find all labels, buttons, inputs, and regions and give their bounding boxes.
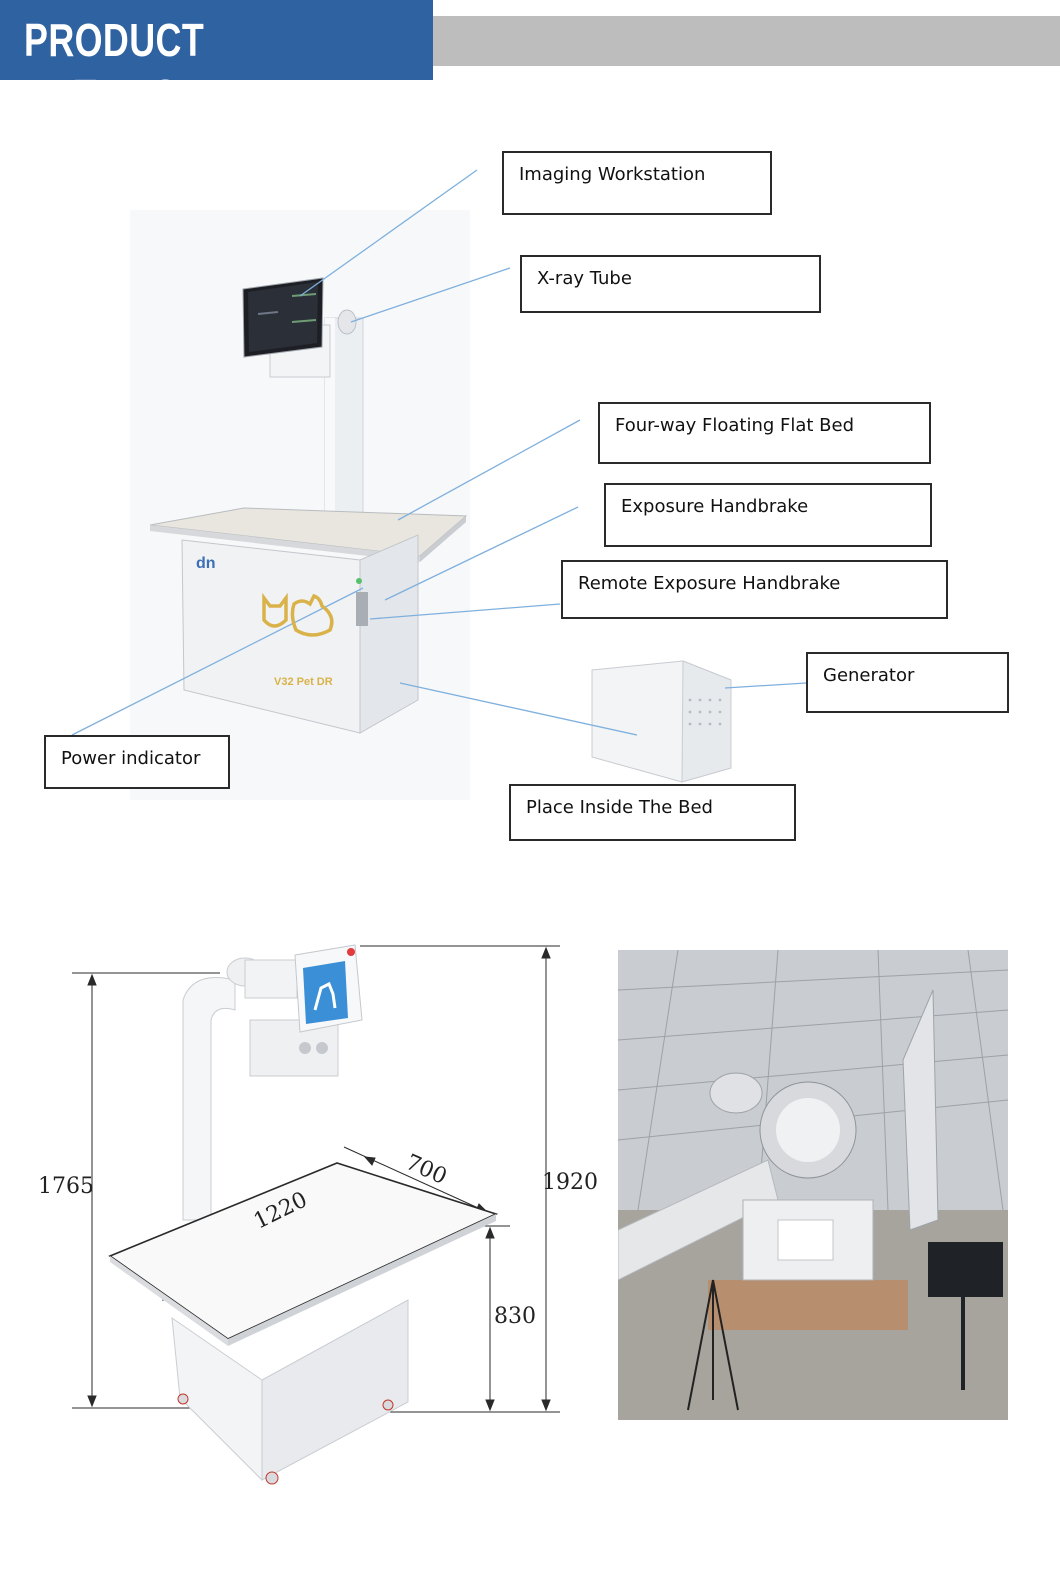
callout-power-indicator: Power indicator: [44, 735, 230, 789]
generator-graphic: [591, 660, 732, 783]
page-title: PRODUCT DETAILS: [24, 14, 205, 122]
leader-line-flat-bed: [397, 419, 581, 521]
header-band: PRODUCT DETAILS: [0, 0, 433, 122]
dog-silhouette-icon: [313, 981, 337, 1011]
machine-illustration: [108, 944, 499, 1485]
callout-xray-tube: X-ray Tube: [520, 255, 821, 313]
callout-imaging-workstation: Imaging Workstation: [502, 151, 772, 215]
leader-line-exposure-handbrake: [384, 506, 579, 601]
column: [324, 317, 364, 524]
installation-photo: [618, 950, 1008, 1420]
callout-flat-bed: Four-way Floating Flat Bed: [598, 402, 931, 464]
dimension-total-height-left: 1765: [38, 1174, 94, 1199]
header-gray-bar: [433, 16, 1060, 66]
dimension-drawing: [72, 944, 560, 1485]
product-diagram: [71, 169, 807, 783]
installation-photo-graphic: [618, 950, 1008, 1420]
leader-line-remote-handbrake: [369, 603, 561, 620]
callout-place-inside-bed: Place Inside The Bed: [509, 784, 796, 841]
callout-remote-exposure-handbrake: Remote Exposure Handbrake: [561, 560, 948, 619]
table-top-graphic: [149, 507, 468, 562]
monitor-graphic: [242, 277, 324, 358]
leader-line-xray-tube: [350, 267, 511, 323]
leader-line-generator: [724, 682, 807, 689]
leader-line-place-inside: [399, 682, 638, 736]
callout-exposure-handbrake: Exposure Handbrake: [604, 483, 932, 547]
leader-line-workstation: [299, 169, 478, 297]
callout-generator: Generator: [806, 652, 1009, 713]
dimension-table-height: 830: [494, 1304, 536, 1329]
dimension-total-height-right: 1920: [542, 1170, 598, 1195]
